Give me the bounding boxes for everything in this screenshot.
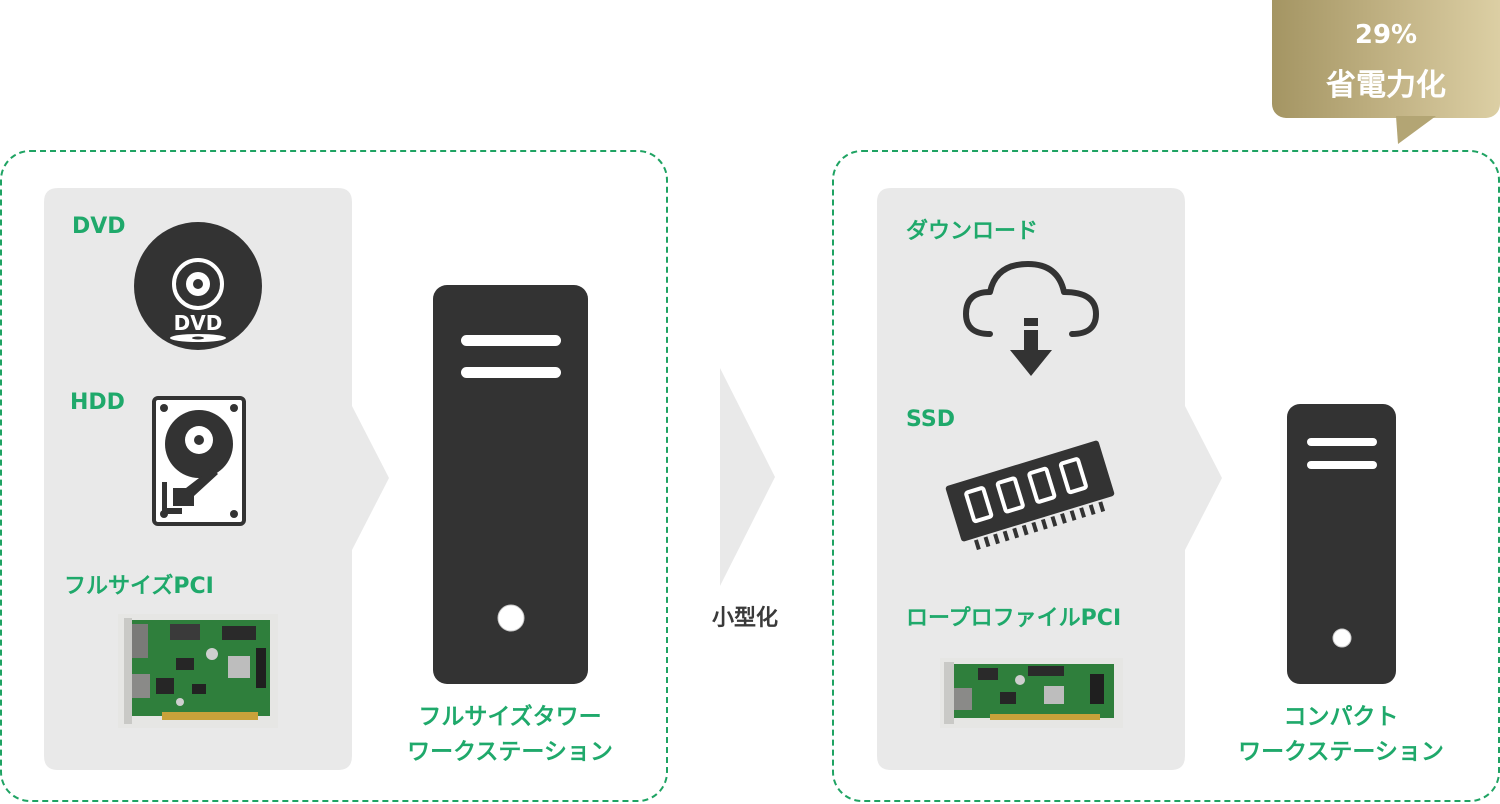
- after-frame: [832, 150, 1500, 802]
- dvd-disc-text: DVD: [174, 311, 223, 335]
- after-item-download-label: ダウンロード: [906, 219, 1039, 244]
- lowprofile-pci-card-image: [940, 658, 1123, 728]
- before-frame: [0, 150, 668, 802]
- fullsize-tower-icon: [433, 285, 588, 684]
- before-result-line1: フルサイズタワー: [418, 704, 602, 730]
- after-result-caption: コンパクト ワークステーション: [1216, 700, 1466, 770]
- before-result-line2: ワークステーション: [407, 739, 613, 765]
- compact-tower-icon: [1287, 404, 1396, 684]
- after-item-pci-label: ロープロファイルPCI: [906, 606, 1122, 631]
- after-item-ssd-label: SSD: [906, 407, 955, 432]
- cloud-download-icon: [963, 261, 1099, 376]
- hdd-icon: [152, 396, 246, 526]
- badge-text: 省電力化: [1326, 68, 1446, 103]
- before-item-hdd-label: HDD: [70, 390, 125, 415]
- fullsize-pci-card-image: [118, 614, 278, 728]
- badge-pointer: [1396, 116, 1436, 144]
- power-saving-badge: 29% 省電力化: [1272, 0, 1500, 118]
- transition-label: 小型化: [712, 606, 779, 631]
- before-item-dvd-label: DVD: [72, 214, 126, 239]
- after-result-line2: ワークステーション: [1238, 739, 1444, 765]
- badge-percent: 29%: [1354, 20, 1418, 50]
- after-result-line1: コンパクト: [1283, 704, 1399, 730]
- transition-arrow: [720, 368, 775, 586]
- dvd-disc-icon: DVD: [134, 222, 262, 350]
- ssd-memory-icon: [945, 440, 1115, 550]
- before-result-caption: フルサイズタワー ワークステーション: [385, 700, 635, 770]
- before-item-pci-label: フルサイズPCI: [64, 574, 214, 599]
